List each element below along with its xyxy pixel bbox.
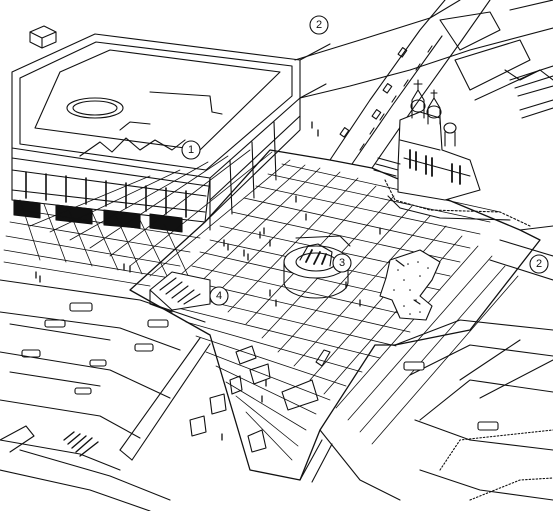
large-building bbox=[11, 25, 331, 233]
church bbox=[373, 79, 531, 227]
lower-plaza-elements bbox=[0, 337, 401, 501]
callout-2-right-label: 2 bbox=[536, 258, 542, 270]
underground-entrance bbox=[149, 271, 211, 313]
callout-2-top: 2 bbox=[309, 15, 329, 35]
callout-2-top-label: 2 bbox=[316, 19, 322, 31]
fountain-monument bbox=[283, 235, 351, 299]
right-block bbox=[394, 225, 553, 501]
callout-3: 3 bbox=[332, 253, 352, 273]
callout-3-label: 3 bbox=[339, 257, 345, 269]
callout-1: 1 bbox=[181, 140, 201, 160]
callout-2-right: 2 bbox=[529, 254, 549, 274]
callout-4-label: 4 bbox=[216, 290, 222, 302]
pedestrians bbox=[35, 121, 381, 441]
callout-4: 4 bbox=[209, 286, 229, 306]
garden-patch bbox=[379, 249, 441, 321]
callout-1-label: 1 bbox=[188, 144, 194, 156]
plaza-grid bbox=[3, 149, 541, 481]
